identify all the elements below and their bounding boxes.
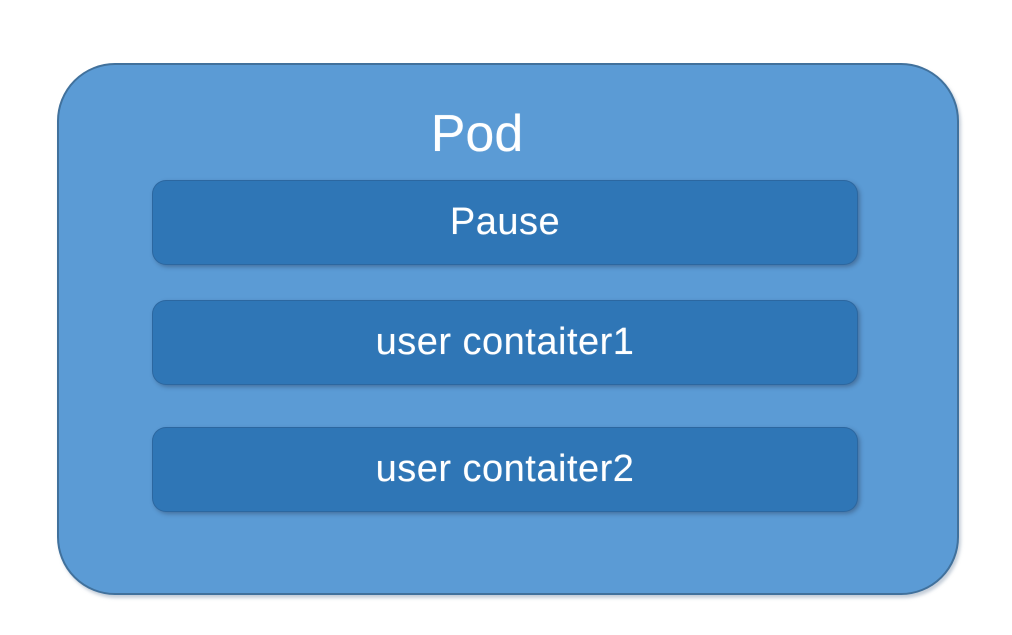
user-container1-label: user contaiter1	[375, 321, 635, 363]
pause-container-label: Pause	[449, 201, 561, 243]
pod-title: Pod	[430, 105, 524, 163]
pod-box: Pod Pause user contaiter1 user contaiter…	[57, 63, 959, 595]
user-container2-label: user contaiter2	[375, 448, 635, 490]
user-container1-box: user contaiter1	[152, 300, 858, 385]
user-container2-box: user contaiter2	[152, 427, 858, 512]
pause-container-box: Pause	[152, 180, 858, 265]
